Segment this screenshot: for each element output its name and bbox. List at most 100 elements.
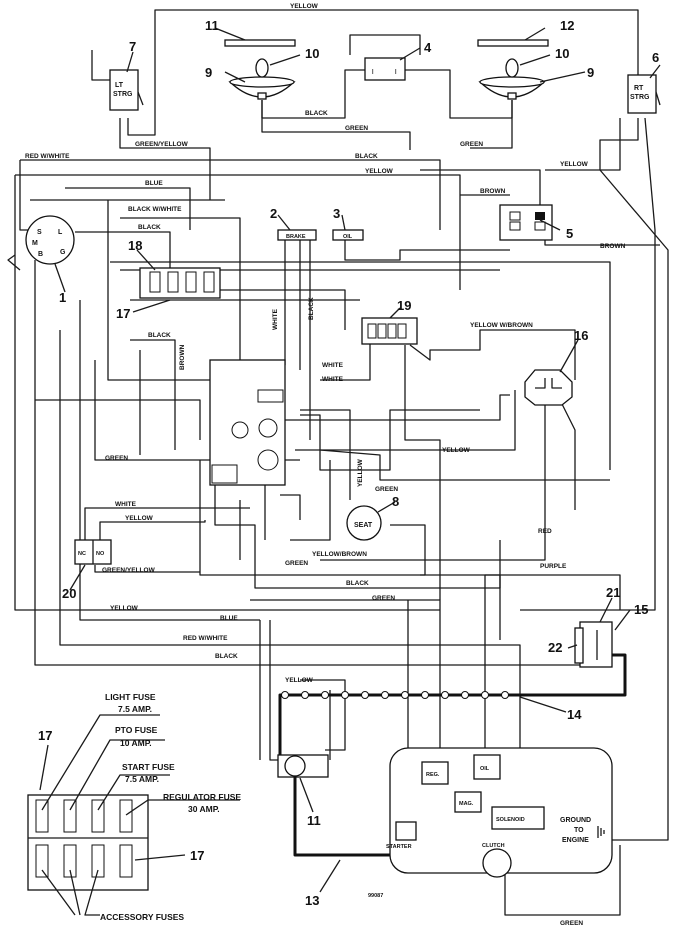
wl-purple: PURPLE	[540, 563, 567, 570]
light-fuse-label: LIGHT FUSE	[105, 692, 156, 702]
wl-black-low: BLACK	[346, 580, 369, 587]
callout-numbers: 11 12 9 9 10 10 4 6 7 5 2 3 18 17 19 16 …	[38, 18, 659, 908]
callout-7: 7	[129, 39, 136, 54]
wl-red-white-low: RED W/WHITE	[183, 635, 228, 642]
clutch-symbol	[482, 848, 512, 878]
ign-s: S	[37, 229, 42, 236]
wl-yellow-w-brown: YELLOW W/BROWN	[470, 322, 533, 329]
fuse-labels: LIGHT FUSE 7.5 AMP. PTO FUSE 10 AMP. STA…	[100, 692, 241, 922]
wl-black-left: BLACK	[148, 332, 171, 339]
callout-1: 1	[59, 290, 66, 305]
callout-15: 15	[634, 602, 648, 617]
svg-text:STRG: STRG	[113, 91, 133, 98]
right-lens	[477, 39, 549, 47]
wl-yellow-brown-seat: YELLOW/BROWN	[312, 551, 367, 558]
regulator-fuse-label: REGULATOR FUSE	[163, 792, 241, 802]
callout-16: 16	[574, 328, 588, 343]
right-headlight	[478, 58, 546, 100]
ign-m: M	[32, 240, 38, 247]
ign-l: L	[58, 229, 63, 236]
wl-yellow-16: YELLOW	[442, 447, 471, 454]
callout-10b: 10	[555, 46, 569, 61]
start-fuse-label: START FUSE	[122, 762, 175, 772]
accessory-fuses-label: ACCESSORY FUSES	[100, 912, 184, 922]
relay-5	[499, 204, 553, 241]
mag-block	[454, 791, 482, 813]
svg-text:ENGINE: ENGINE	[562, 837, 589, 844]
wl-black-bottom: BLACK	[215, 653, 238, 660]
wl-green-bottom: GREEN	[560, 920, 583, 927]
wl-yellow-low: YELLOW	[110, 605, 139, 612]
wl-yellow-bottom: YELLOW	[285, 677, 314, 684]
callout-9a: 9	[205, 65, 212, 80]
brake-switch	[277, 229, 317, 241]
pto-fuse-label: PTO FUSE	[115, 725, 158, 735]
wl-black-18: BLACK	[138, 224, 161, 231]
wl-white-a: WHITE	[322, 362, 344, 369]
wl-black-white: BLACK W/WHITE	[128, 206, 182, 213]
callout-17b: 17	[38, 728, 52, 743]
nc-label: NC	[78, 551, 86, 557]
callout-21: 21	[606, 585, 620, 600]
wl-black-vert: BLACK	[308, 297, 315, 320]
wl-green-yellow-20: GREEN/YELLOW	[102, 567, 156, 574]
callout-14: 14	[567, 707, 582, 722]
svg-text:|: |	[395, 69, 397, 75]
left-headlight	[228, 58, 296, 100]
wl-red-mid: RED	[538, 528, 552, 535]
svg-text:TO: TO	[574, 827, 584, 834]
battery-21-22	[574, 621, 613, 668]
wl-white-b: WHITE	[322, 376, 344, 383]
callout-17a: 17	[116, 306, 130, 321]
oil-switch	[332, 229, 364, 241]
fuse-slots	[35, 799, 133, 878]
callout-6: 6	[652, 50, 659, 65]
wl-red-white-top: RED W/WHITE	[25, 153, 70, 160]
callout-4: 4	[424, 40, 432, 55]
svg-text:STRG: STRG	[630, 94, 650, 101]
mag-label: MAG.	[459, 801, 474, 807]
switch-20	[74, 539, 112, 565]
regulator-fuse-amp: 30 AMP.	[188, 804, 220, 814]
callout-3: 3	[333, 206, 340, 221]
ignition-switch: S L M B G	[25, 215, 75, 265]
wl-green-low2: GREEN	[372, 595, 395, 602]
wl-yellow-rt: YELLOW	[560, 161, 589, 168]
callout-2: 2	[270, 206, 277, 221]
wl-black-top: BLACK	[355, 153, 378, 160]
svg-text:RT: RT	[634, 85, 644, 92]
callout-19: 19	[397, 298, 411, 313]
right-steering-switch	[627, 74, 661, 114]
wl-white-vert: WHITE	[272, 308, 279, 330]
wl-green-seat: GREEN	[375, 486, 398, 493]
wl-brown-vert: BROWN	[179, 344, 186, 370]
callout-20: 20	[62, 586, 76, 601]
hour-meter-19	[361, 317, 418, 345]
callout-9b: 9	[587, 65, 594, 80]
starter-block	[395, 821, 417, 841]
start-fuse-amp: 7.5 AMP.	[125, 774, 159, 784]
wl-brown-top: BROWN	[480, 188, 506, 195]
wl-yellow-20: YELLOW	[125, 515, 154, 522]
main-harness-connector	[209, 359, 286, 486]
solenoid-block	[491, 806, 545, 830]
wl-yellow-mid: YELLOW	[365, 168, 394, 175]
reg-label: REG.	[426, 772, 440, 778]
callout-leaders	[54, 27, 661, 893]
drawing-number: 99087	[368, 893, 383, 899]
seat-switch	[346, 505, 382, 541]
callout-18: 18	[128, 238, 142, 253]
svg-text:GROUND: GROUND	[560, 817, 591, 824]
callout-11b: 12	[560, 18, 574, 33]
wl-brown-right: BROWN	[600, 243, 626, 250]
starter-label: STARTER	[386, 844, 412, 850]
ground-symbol	[597, 826, 605, 838]
svg-text:LT: LT	[115, 82, 124, 89]
callout-22: 22	[548, 640, 562, 655]
callout-8: 8	[392, 494, 399, 509]
wl-green-lamp: GREEN	[345, 125, 368, 132]
clutch-label: CLUTCH	[482, 843, 505, 849]
callout-10a: 10	[305, 46, 319, 61]
ign-g: G	[60, 249, 66, 256]
ign-b: B	[38, 251, 43, 258]
